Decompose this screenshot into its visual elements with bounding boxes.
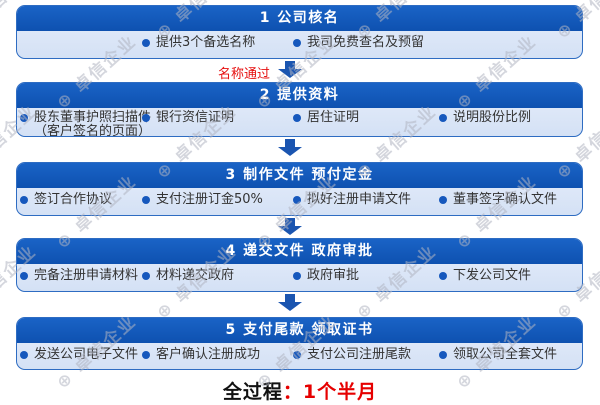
item-label: 我司免费查名及预留 (307, 35, 425, 50)
item-label: 董事签字确认文件 (453, 192, 558, 207)
arrow-shaft (285, 218, 295, 226)
arrow-head (278, 302, 302, 311)
total-duration-label: 全过程 (222, 381, 283, 403)
item-label: 支付注册订金50% (156, 192, 263, 207)
step-1-header: 1 公司核名 (17, 6, 582, 31)
step-5-item-2: 客户确认注册成功 (142, 348, 260, 362)
arrow-shaft (285, 139, 295, 147)
total-duration: 全过程：1个半月 (0, 377, 600, 404)
arrow-shaft (285, 294, 295, 302)
item-label: 股东董事护照扫描件 （客户签名的页面） (34, 110, 152, 137)
step-5-item-3: 支付公司注册尾款 (293, 348, 411, 362)
name-approved-label: 名称通过 (217, 67, 270, 82)
step-2-item-4: 说明股份比例 (439, 111, 531, 125)
step-1-item-2: 我司免费查名及预留 (293, 36, 424, 50)
step-1-title: 1 公司核名 (259, 10, 340, 26)
step-2-body: 股东董事护照扫描件 （客户签名的页面） 银行资信证明 居住证明 说明股份比例 (17, 108, 582, 136)
step-1-item-1: 提供3个备选名称 (142, 36, 255, 50)
bullet-icon (439, 114, 447, 122)
item-label: 银行资信证明 (156, 110, 235, 125)
item-label: 支付公司注册尾款 (307, 347, 412, 362)
bullet-icon (20, 114, 28, 122)
step-4-item-1: 完备注册申请材料 (20, 269, 138, 283)
item-label: 拟好注册申请文件 (307, 192, 412, 207)
bullet-icon (142, 114, 150, 122)
step-3-item-1: 签订合作协议 (20, 193, 112, 207)
bullet-icon (20, 351, 28, 359)
step-4-item-3: 政府审批 (293, 269, 359, 283)
step-4-item-4: 下发公司文件 (439, 269, 531, 283)
step-5-item-1: 发送公司电子文件 (20, 348, 138, 362)
down-arrow-icon (278, 139, 302, 156)
item-label: 政府审批 (307, 268, 360, 283)
bullet-icon (439, 272, 447, 280)
bullet-icon (20, 272, 28, 280)
bullet-icon (293, 272, 301, 280)
step-2-item-3: 居住证明 (293, 111, 359, 125)
bullet-icon (142, 39, 150, 47)
item-label: 居住证明 (307, 110, 360, 125)
step-2-item-1: 股东董事护照扫描件 （客户签名的页面） (20, 110, 152, 137)
bullet-icon (142, 196, 150, 204)
step-4-item-2: 材料递交政府 (142, 269, 234, 283)
step-1-box: 1 公司核名 提供3个备选名称 我司免费查名及预留 (16, 5, 583, 59)
step-3-box: 3 制作文件 预付定金 签订合作协议 支付注册订金50% 拟好注册申请文件 董事… (16, 162, 583, 216)
step-2-item-2: 银行资信证明 (142, 111, 234, 125)
step-3-item-3: 拟好注册申请文件 (293, 193, 411, 207)
step-5-item-4: 领取公司全套文件 (439, 348, 557, 362)
step-2-box: 2 提供资料 股东董事护照扫描件 （客户签名的页面） 银行资信证明 居住证明 说… (16, 82, 583, 137)
step-3-item-4: 董事签字确认文件 (439, 193, 557, 207)
item-label: 客户确认注册成功 (156, 347, 261, 362)
arrow-head (278, 69, 302, 78)
bullet-icon (439, 351, 447, 359)
item-label: 提供3个备选名称 (156, 35, 256, 50)
step-3-item-2: 支付注册订金50% (142, 193, 263, 207)
step-3-title: 3 制作文件 预付定金 (225, 167, 374, 183)
step-5-header: 5 支付尾款 领取证书 (17, 318, 582, 343)
bullet-icon (293, 114, 301, 122)
item-label: 签订合作协议 (34, 192, 113, 207)
step-4-box: 4 递交文件 政府审批 完备注册申请材料 材料递交政府 政府审批 下发公司文件 (16, 238, 583, 292)
item-label: 完备注册申请材料 (34, 268, 139, 283)
item-label: 发送公司电子文件 (34, 347, 139, 362)
flow-arrow-2 (0, 138, 600, 160)
bullet-icon (293, 39, 301, 47)
step-1-body: 提供3个备选名称 我司免费查名及预留 (17, 31, 582, 58)
arrow-shaft (285, 61, 295, 69)
step-4-body: 完备注册申请材料 材料递交政府 政府审批 下发公司文件 (17, 264, 582, 291)
bullet-icon (20, 196, 28, 204)
flow-arrow-3 (0, 217, 600, 239)
item-label: 领取公司全套文件 (453, 347, 558, 362)
down-arrow-icon (278, 61, 302, 78)
item-label: 材料递交政府 (156, 268, 235, 283)
bullet-icon (142, 272, 150, 280)
arrow-head (278, 226, 302, 235)
bullet-icon (293, 196, 301, 204)
flow-arrow-4 (0, 293, 600, 315)
flow-arrow-1: 名称通过 (0, 60, 600, 82)
step-4-title: 4 递交文件 政府审批 (225, 243, 374, 259)
step-2-header: 2 提供资料 (17, 83, 582, 108)
step-4-header: 4 递交文件 政府审批 (17, 239, 582, 264)
step-5-box: 5 支付尾款 领取证书 发送公司电子文件 客户确认注册成功 支付公司注册尾款 领… (16, 317, 583, 370)
step-2-title: 2 提供资料 (259, 87, 340, 103)
down-arrow-icon (278, 294, 302, 311)
item-label: 下发公司文件 (453, 268, 532, 283)
step-3-body: 签订合作协议 支付注册订金50% 拟好注册申请文件 董事签字确认文件 (17, 188, 582, 215)
arrow-head (278, 147, 302, 156)
item-label: 说明股份比例 (453, 110, 532, 125)
step-5-title: 5 支付尾款 领取证书 (225, 322, 374, 338)
step-5-body: 发送公司电子文件 客户确认注册成功 支付公司注册尾款 领取公司全套文件 (17, 343, 582, 369)
down-arrow-icon (278, 218, 302, 235)
bullet-icon (142, 351, 150, 359)
step-3-header: 3 制作文件 预付定金 (17, 163, 582, 188)
bullet-icon (293, 351, 301, 359)
bullet-icon (439, 196, 447, 204)
total-duration-value: ：1个半月 (282, 381, 378, 403)
